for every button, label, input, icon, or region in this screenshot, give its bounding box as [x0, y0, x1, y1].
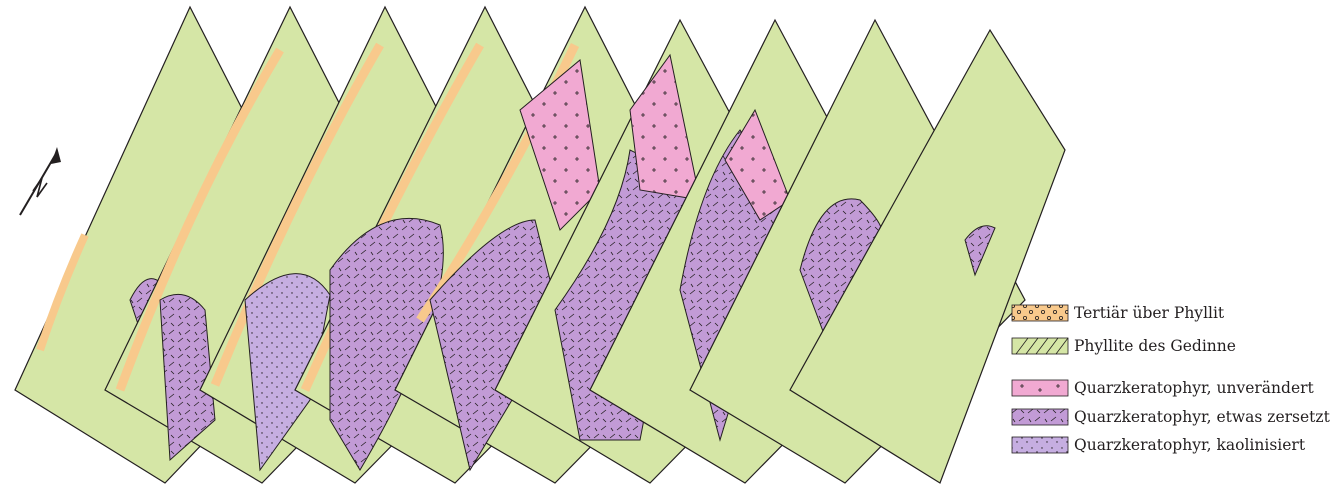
legend-label-qk-altered: Quarzkeratophyr, etwas zersetzt [1074, 408, 1330, 426]
legend-swatch-phyllite [1010, 336, 1070, 356]
legend-label-qk-kaolin: Quarzkeratophyr, kaolinisiert [1074, 436, 1305, 454]
legend-swatch-qk-kaolin [1010, 435, 1070, 455]
legend-swatch-qk-fresh [1010, 378, 1070, 398]
legend-item-tertiary: Tertiär über Phyllit [1010, 303, 1224, 323]
north-arrow-icon [20, 147, 61, 215]
legend-swatch-qk-altered [1010, 407, 1070, 427]
legend-label-phyllite: Phyllite des Gedinne [1074, 337, 1236, 355]
legend-item-phyllite: Phyllite des Gedinne [1010, 336, 1236, 356]
legend-swatch-tertiary [1010, 303, 1070, 323]
legend-label-tertiary: Tertiär über Phyllit [1074, 304, 1224, 322]
legend-item-qk-altered: Quarzkeratophyr, etwas zersetzt [1010, 407, 1330, 427]
legend-item-qk-kaolin: Quarzkeratophyr, kaolinisiert [1010, 435, 1305, 455]
legend-item-qk-fresh: Quarzkeratophyr, unverändert [1010, 378, 1314, 398]
legend-label-qk-fresh: Quarzkeratophyr, unverändert [1074, 379, 1314, 397]
